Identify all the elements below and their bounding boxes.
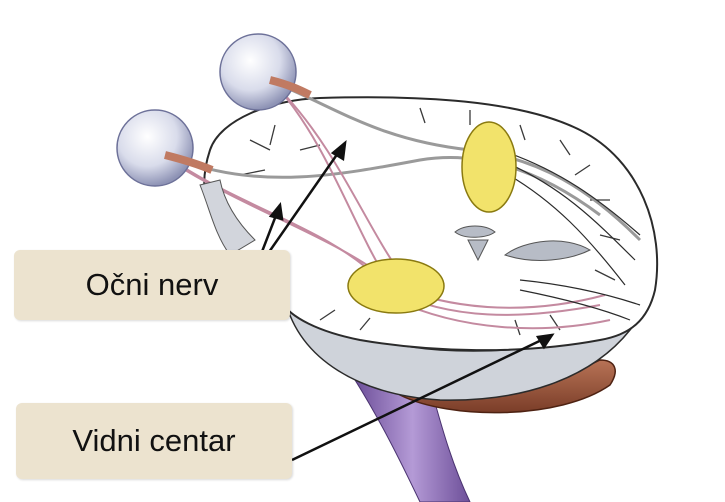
optic-nerve-label: Očni nerv <box>86 267 219 303</box>
geniculate-body-lower <box>348 259 444 313</box>
visual-center-label-box: Vidni centar <box>16 403 292 479</box>
optic-nerve-label-box: Očni nerv <box>14 250 290 320</box>
eye-right-icon <box>220 34 310 110</box>
visual-center-label: Vidni centar <box>72 423 235 459</box>
geniculate-body-upper <box>462 122 516 212</box>
eye-left-icon <box>117 110 212 186</box>
